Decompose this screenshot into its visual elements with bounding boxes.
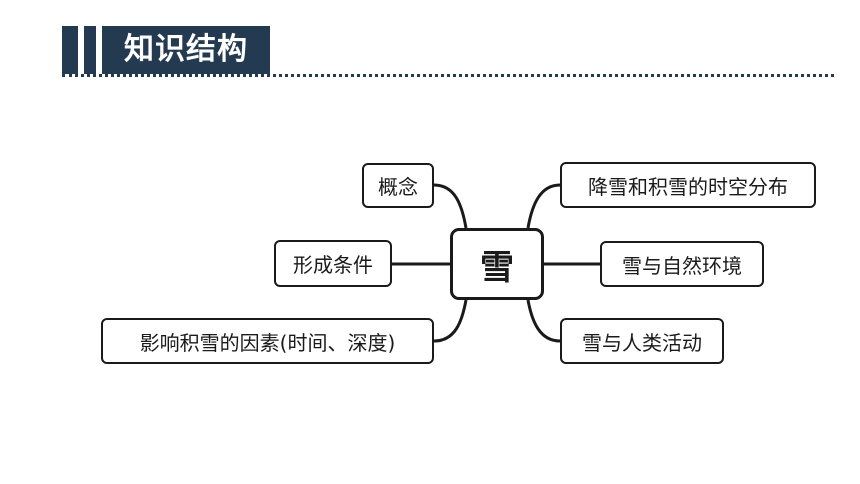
header-accent-bar (62, 26, 78, 74)
mindmap-node-formation: 形成条件 (274, 240, 392, 287)
connector-human (526, 299, 561, 343)
header-accent-bar (84, 26, 96, 74)
mindmap-center-node: 雪 (450, 228, 544, 300)
mindmap-node-concept: 概念 (362, 163, 434, 208)
connector-factors (433, 299, 468, 343)
header-divider (62, 74, 834, 77)
mindmap-node-human: 雪与人类活动 (560, 318, 724, 364)
mindmap-node-distribution: 降雪和积雪的时空分布 (560, 162, 816, 208)
mindmap-node-factors: 影响积雪的因素(时间、深度) (101, 318, 434, 364)
section-title: 知识结构 (102, 26, 270, 74)
connector-distribution (526, 183, 561, 229)
mindmap-node-environment: 雪与自然环境 (600, 241, 764, 287)
connector-concept (433, 183, 468, 229)
